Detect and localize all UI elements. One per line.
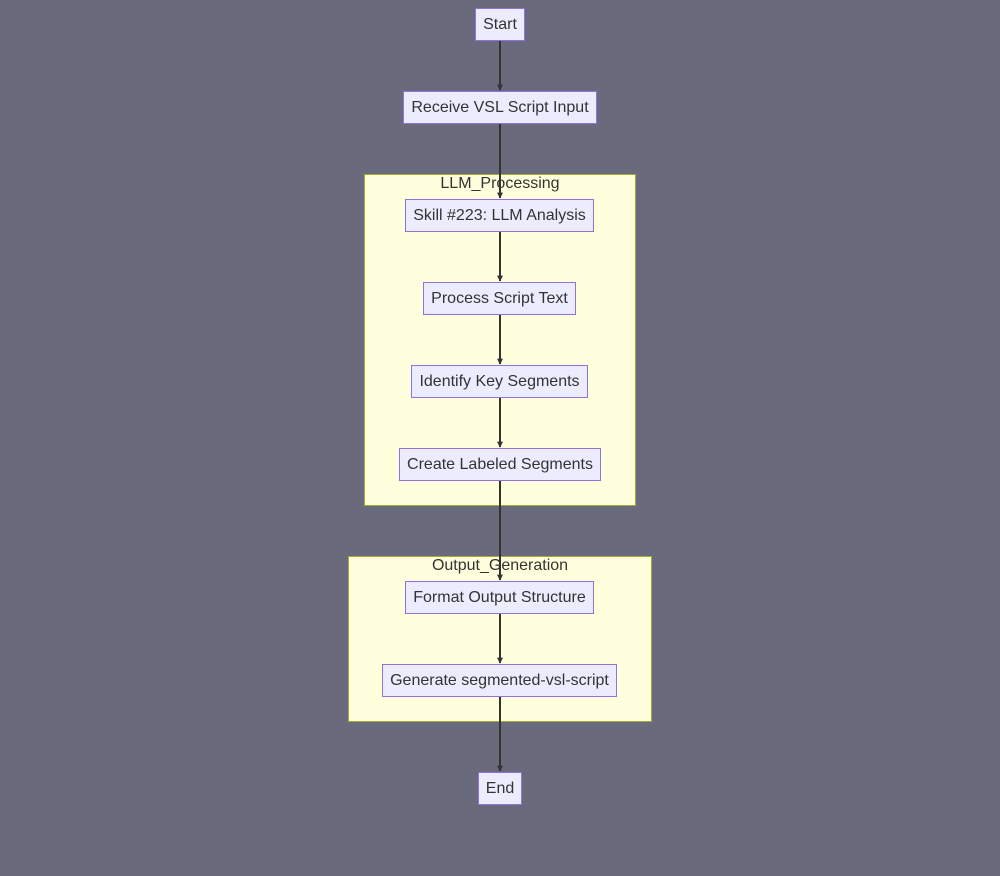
node-start: Start: [475, 8, 525, 41]
cluster-label-llm-processing: LLM_Processing: [440, 175, 560, 192]
node-receive-vsl-script-input: Receive VSL Script Input: [403, 91, 597, 124]
node-identify-key-segments: Identify Key Segments: [411, 365, 588, 398]
node-generate-segmented-vsl-script: Generate segmented-vsl-script: [382, 664, 617, 697]
cluster-label-output-generation: Output_Generation: [431, 557, 569, 574]
node-format-output-structure: Format Output Structure: [405, 581, 594, 614]
node-process-script-text: Process Script Text: [423, 282, 576, 315]
node-skill-llm-analysis: Skill #223: LLM Analysis: [405, 199, 594, 232]
node-end: End: [478, 772, 522, 805]
node-create-labeled-segments: Create Labeled Segments: [399, 448, 601, 481]
